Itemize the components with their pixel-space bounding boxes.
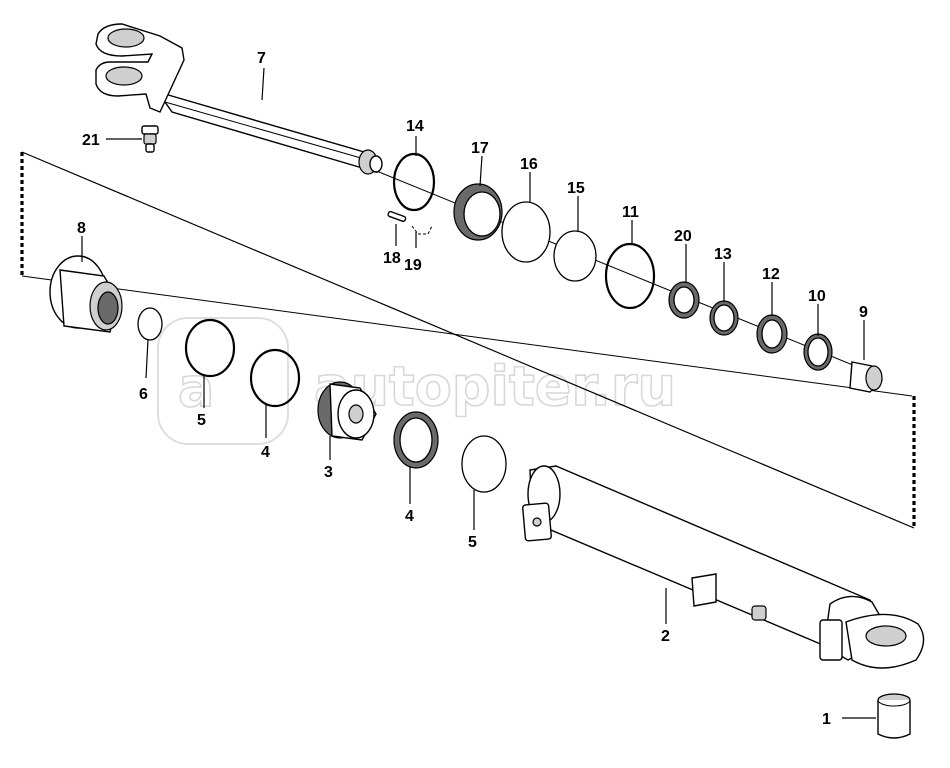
assembly-bracket bbox=[20, 151, 916, 529]
cylinder-tube bbox=[522, 465, 925, 669]
callout-12: 12 bbox=[762, 266, 780, 283]
callout-8: 8 bbox=[77, 220, 86, 237]
watermark-mark: a bbox=[178, 356, 214, 419]
callout-10: 10 bbox=[808, 288, 826, 305]
callout-5-left: 5 bbox=[197, 412, 206, 429]
piston bbox=[317, 381, 377, 441]
callout-1: 1 bbox=[822, 711, 831, 728]
callout-20: 20 bbox=[674, 228, 692, 245]
callout-16: 16 bbox=[520, 156, 538, 173]
callout-18: 18 bbox=[383, 250, 401, 267]
callout-6: 6 bbox=[139, 386, 148, 403]
grease-nipple bbox=[141, 125, 159, 153]
callout-19: 19 bbox=[404, 257, 422, 274]
callout-4-left: 4 bbox=[261, 444, 270, 461]
callout-17: 17 bbox=[471, 140, 489, 157]
callout-labels: 7 21 14 17 16 15 11 20 13 12 10 9 8 6 5 … bbox=[77, 50, 868, 728]
callout-11: 11 bbox=[622, 204, 639, 221]
callout-14: 14 bbox=[406, 118, 424, 135]
rod-seal-set bbox=[387, 152, 503, 241]
piston-seal-rings-left bbox=[137, 307, 301, 408]
callout-4-right: 4 bbox=[405, 508, 414, 525]
piston-seal-rings-right bbox=[393, 411, 507, 493]
cylinder-head bbox=[49, 255, 123, 333]
callout-21: 21 bbox=[82, 132, 100, 149]
spherical-bushing bbox=[877, 693, 911, 739]
callout-2: 2 bbox=[661, 628, 670, 645]
callout-7: 7 bbox=[257, 50, 266, 67]
guide-bushing bbox=[849, 361, 883, 393]
callout-3: 3 bbox=[324, 464, 333, 481]
seal-rings-upper bbox=[501, 201, 833, 371]
callout-13: 13 bbox=[714, 246, 732, 263]
piston-rod bbox=[95, 23, 383, 175]
leader-lines bbox=[81, 67, 876, 719]
callout-5-right: 5 bbox=[468, 534, 477, 551]
callout-15: 15 bbox=[567, 180, 585, 197]
callout-9: 9 bbox=[859, 304, 868, 321]
